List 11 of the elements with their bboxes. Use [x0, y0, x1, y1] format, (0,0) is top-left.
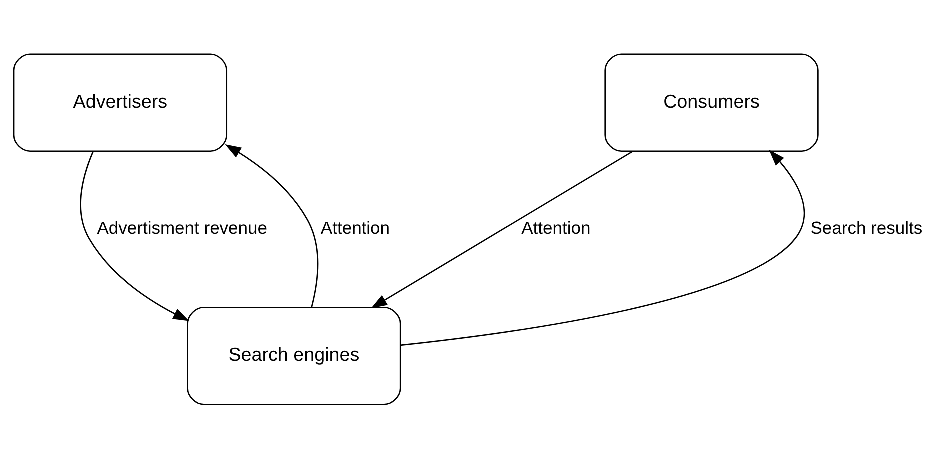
arrow	[400, 150, 806, 346]
arrow	[225, 144, 319, 308]
arrow	[371, 151, 634, 309]
node-box: Search engines	[187, 306, 402, 406]
arrow	[80, 151, 190, 322]
edge-label: Attention	[320, 218, 390, 238]
node-box: Advertisers	[13, 54, 228, 152]
edge-label: Attention	[522, 218, 591, 238]
edge-label: Search results	[810, 218, 923, 238]
node-box: Consumers	[604, 54, 819, 152]
edge-label: Advertisment revenue	[97, 218, 268, 238]
